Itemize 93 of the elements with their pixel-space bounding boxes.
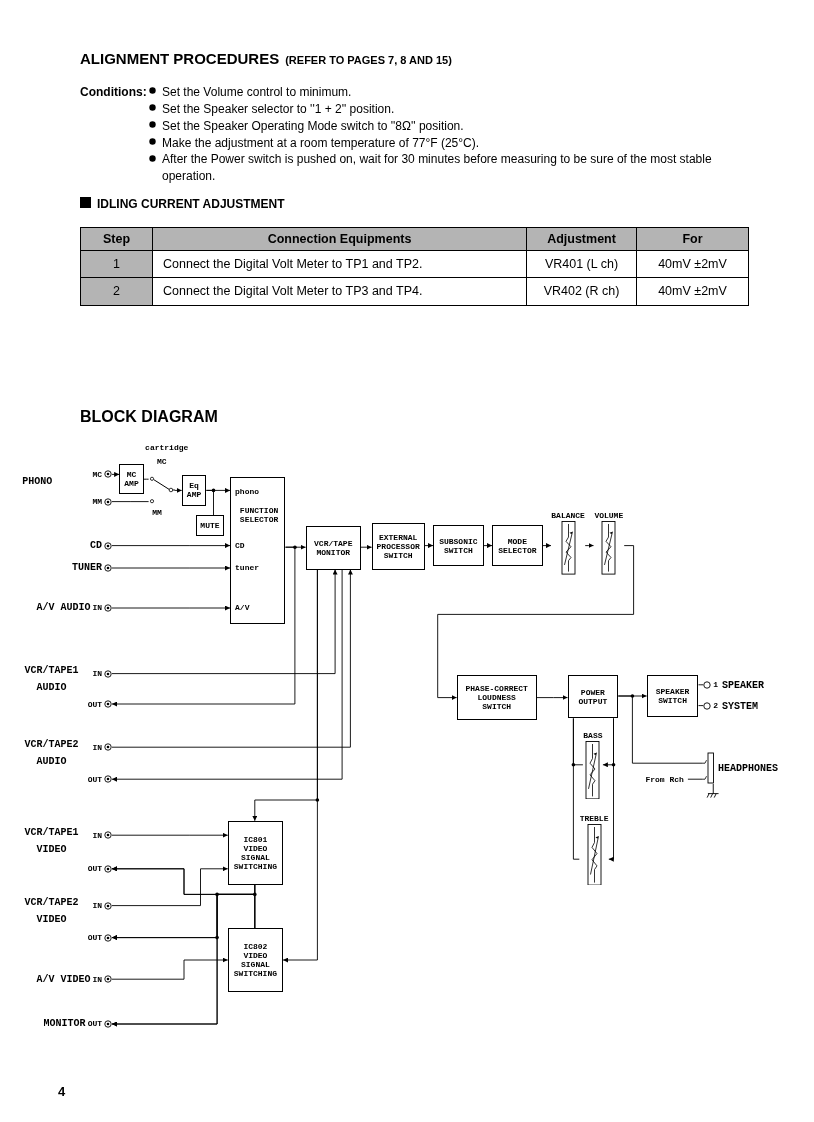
signal-line (698, 684, 704, 686)
block-label: PHASE-CORRECT LOUDNESS SWITCH (464, 684, 529, 712)
conditions-label: Conditions: (80, 84, 147, 101)
input-port-label: CD (235, 541, 245, 551)
condition-text: After the Power switch is pushed on, wait for 30 minutes before measuring to be sure of the most stable operation. (162, 151, 713, 185)
jack-label: IN (92, 830, 103, 840)
jack-label: OUT (87, 1019, 103, 1029)
jack-label: TUNER (72, 562, 103, 574)
signal-line (143, 478, 150, 480)
section-heading: BLOCK DIAGRAM (80, 407, 218, 427)
signal-line (617, 695, 703, 764)
control-label: BALANCE (551, 510, 585, 522)
signal-arrow (111, 471, 120, 477)
block-label: EXTERNAL PROCESSOR SWITCH (375, 532, 421, 560)
page-number: 4 (58, 1083, 66, 1101)
page-title: ALIGNMENT PROCEDURES (80, 49, 280, 69)
table-cell: 2 (80, 277, 153, 306)
table-header-cell: Connection Equipments (152, 227, 527, 251)
control-label: VOLUME (594, 510, 624, 522)
block-box (230, 476, 286, 624)
block-box (492, 524, 543, 567)
jack-label: CD (90, 540, 102, 552)
signal-line (687, 778, 703, 780)
terminal-label: 1 (713, 680, 719, 690)
block-box (227, 820, 284, 885)
block-box (227, 928, 284, 992)
jack-label: OUT (87, 933, 103, 943)
control-label: TREBLE (579, 812, 609, 824)
condition-text: Set the Volume control to minimum. (162, 84, 353, 101)
signal-arrow (174, 487, 183, 493)
input-port-label: phono (235, 486, 260, 496)
block-label: Eq AMP (185, 481, 203, 500)
input-label: VCR/TAPE2 AUDIO (23, 738, 80, 769)
jack-label: IN (92, 974, 103, 984)
block-label: FUNCTION SELECTOR (238, 506, 280, 525)
block-box (371, 523, 425, 570)
block-box (195, 515, 225, 536)
jack-label: MC (92, 469, 102, 479)
table-header-cell: Step (80, 227, 153, 251)
table-cell: 1 (80, 250, 153, 278)
condition-text: Set the Speaker selector to ''1 + 2'' position. (162, 101, 396, 118)
block-box (181, 475, 207, 506)
signal-line (111, 501, 150, 503)
jack-label: IN (92, 669, 103, 679)
output-label: HEADPHONES (718, 762, 779, 774)
block-label: SPEAKER SWITCH (654, 687, 691, 705)
jack-label: A/V VIDEO (36, 973, 91, 985)
signal-line (698, 705, 704, 707)
table-header-cell: For (636, 227, 749, 251)
block-box (433, 524, 484, 567)
block-box (646, 675, 699, 717)
jack-label: OUT (87, 699, 103, 709)
input-label: VCR/TAPE1 VIDEO (23, 826, 80, 857)
jack-label: A/V AUDIO (36, 602, 91, 614)
jack-label: MM (92, 497, 102, 507)
input-label: VCR/TAPE2 VIDEO (23, 896, 80, 928)
block-label: SUBSONIC SWITCH (438, 536, 479, 555)
jack-label: IN (92, 901, 103, 911)
switch-label: cartridge (145, 441, 189, 454)
signal-line (572, 717, 580, 860)
jack-label: MONITOR (43, 1018, 86, 1030)
block-box (456, 675, 537, 720)
block-label: VCR/TAPE MONITOR (313, 539, 354, 557)
terminal-label: 2 (713, 701, 719, 711)
input-port-label: A/V (235, 603, 250, 613)
signal-line (205, 489, 214, 516)
jack-label: OUT (87, 864, 103, 874)
table-cell: 40mV ±2mV (636, 277, 749, 306)
section-heading: IDLING CURRENT ADJUSTMENT (97, 196, 285, 213)
block-box (119, 464, 144, 495)
input-port-label: tuner (235, 563, 260, 573)
title-note: (REFER TO PAGES 7, 8 AND 15) (285, 53, 452, 68)
block-label: MUTE (200, 521, 220, 531)
block-label: MODE SELECTOR (497, 536, 538, 555)
contact-label: MM (152, 507, 162, 520)
block-box (567, 675, 619, 719)
contact-label: MC (156, 456, 167, 468)
control-label: BASS (583, 729, 603, 741)
input-label: VCR/TAPE1 AUDIO (23, 664, 80, 696)
block-label: IC801 VIDEO SIGNAL SWITCHING (232, 834, 278, 871)
block-label: MC AMP (123, 470, 140, 489)
table-header-cell: Adjustment (526, 227, 637, 251)
jack-label: IN (92, 603, 103, 613)
block-label: POWER OUTPUT (577, 687, 609, 706)
jack-label: OUT (87, 774, 103, 784)
signal-label: From Rch (645, 771, 688, 788)
condition-text: Make the adjustment at a room temperature of 77°F (25°C). (162, 135, 481, 152)
block-box (305, 526, 361, 570)
jack-label: IN (92, 742, 103, 752)
condition-text: Set the Speaker Operating Mode switch to ''8Ω'' position. (162, 118, 465, 135)
output-label: SPEAKER SYSTEM (722, 679, 766, 715)
block-label: IC802 VIDEO SIGNAL SWITCHING (232, 942, 278, 978)
input-label: PHONO (22, 474, 53, 489)
